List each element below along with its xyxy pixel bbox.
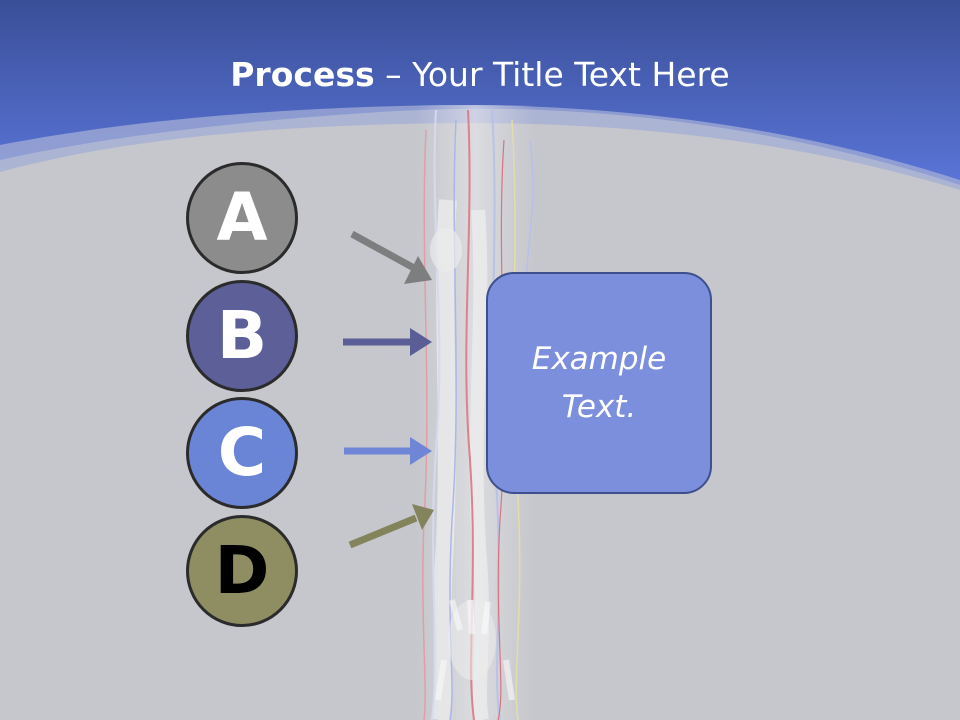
- step-circle-c: C: [186, 397, 298, 509]
- step-letter-a: A: [216, 179, 268, 256]
- title-bold: Process: [230, 55, 375, 94]
- step-circle-a: A: [186, 162, 298, 274]
- slide-title: Process – Your Title Text Here: [0, 52, 960, 98]
- step-letter-d: D: [214, 532, 270, 609]
- example-text: Example Text.: [531, 341, 667, 425]
- title-rest: – Your Title Text Here: [374, 55, 730, 94]
- arm-illustration: [415, 105, 535, 720]
- header-band: [0, 0, 960, 185]
- arrow-d: [348, 504, 434, 549]
- arrow-b: [343, 328, 432, 356]
- step-letter-b: B: [216, 297, 268, 374]
- step-letter-c: C: [217, 414, 267, 491]
- step-circle-b: B: [186, 280, 298, 392]
- arrow-a: [350, 230, 432, 284]
- example-text-box: Example Text.: [486, 272, 712, 494]
- header-swoosh: [0, 105, 960, 190]
- arrow-c: [344, 437, 432, 465]
- step-circle-d: D: [186, 515, 298, 627]
